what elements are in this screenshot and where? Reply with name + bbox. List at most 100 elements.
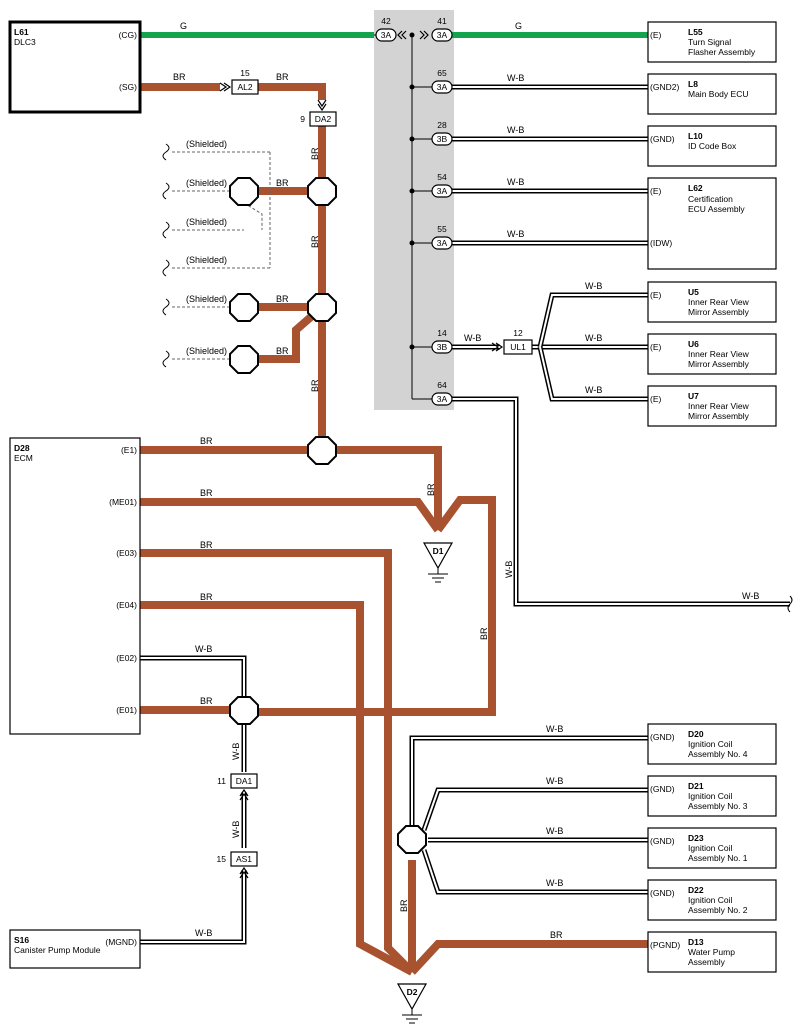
br-wires <box>140 83 648 976</box>
wire-label-wb: W-B <box>546 878 563 888</box>
svg-text:Canister Pump Module: Canister Pump Module <box>14 945 101 955</box>
connector-as1: AS1 15 <box>217 851 258 879</box>
svg-text:Turn Signal: Turn Signal <box>688 37 731 47</box>
svg-text:(ME01): (ME01) <box>109 497 137 507</box>
wire-label-wb: W-B <box>231 743 241 760</box>
svg-text:Water Pump: Water Pump <box>688 947 735 957</box>
svg-text:54: 54 <box>437 172 447 182</box>
svg-text:Inner Rear View: Inner Rear View <box>688 297 750 307</box>
wire-label-wb: W-B <box>507 73 524 83</box>
splice-point <box>229 177 259 206</box>
svg-text:(GND): (GND) <box>650 888 675 898</box>
svg-text:Assembly No. 3: Assembly No. 3 <box>688 801 748 811</box>
svg-text:D23: D23 <box>688 833 704 843</box>
wire-label-wb: W-B <box>507 125 524 135</box>
wb-wires-right <box>452 84 790 607</box>
wire-label-br: BR <box>310 379 320 392</box>
component-d21: (GND) D21 Ignition Coil Assembly No. 3 <box>647 775 777 817</box>
svg-text:(E02): (E02) <box>116 653 137 663</box>
component-d13: (PGND) D13 Water Pump Assembly <box>647 931 777 973</box>
component-s16: S16 Canister Pump Module (MGND) <box>9 929 141 969</box>
svg-text:Mirror Assembly: Mirror Assembly <box>688 411 750 421</box>
svg-text:ECU Assembly: ECU Assembly <box>688 204 745 214</box>
wire-label-wb: W-B <box>507 177 524 187</box>
svg-text:DA2: DA2 <box>315 114 332 124</box>
ground-label-d1: D1 <box>433 546 444 556</box>
svg-text:Assembly No. 1: Assembly No. 1 <box>688 853 748 863</box>
wire-label-br: BR <box>200 592 213 602</box>
component-l10: (GND) L10 ID Code Box <box>647 125 777 167</box>
svg-text:(E): (E) <box>650 394 662 404</box>
svg-text:ECM: ECM <box>14 453 33 463</box>
connector-j14: 3B 14 <box>431 328 453 354</box>
component-d20: (GND) D20 Ignition Coil Assembly No. 4 <box>647 723 777 765</box>
connector-j55: 3A 55 <box>431 224 453 250</box>
splice-point <box>397 825 427 854</box>
svg-text:D21: D21 <box>688 781 704 791</box>
connector-da1: DA1 11 <box>217 773 258 801</box>
svg-text:Mirror Assembly: Mirror Assembly <box>688 307 750 317</box>
splice-point <box>307 293 337 322</box>
svg-text:DA1: DA1 <box>236 776 253 786</box>
svg-text:Assembly No. 2: Assembly No. 2 <box>688 905 748 915</box>
svg-text:U5: U5 <box>688 287 699 297</box>
component-d22: (GND) D22 Ignition Coil Assembly No. 2 <box>647 879 777 921</box>
svg-text:D13: D13 <box>688 937 704 947</box>
svg-text:(GND): (GND) <box>650 836 675 846</box>
shielded-label: (Shielded) <box>186 346 227 356</box>
wire-label-wb: W-B <box>504 561 514 578</box>
svg-text:Ignition Coil: Ignition Coil <box>688 739 733 749</box>
wire-label-wb: W-B <box>231 821 241 838</box>
ground-d1 <box>422 542 454 583</box>
svg-text:Certification: Certification <box>688 194 733 204</box>
svg-text:65: 65 <box>437 68 447 78</box>
svg-text:3B: 3B <box>437 134 448 144</box>
connector-j42: 3A 42 <box>375 16 397 42</box>
svg-text:(E): (E) <box>650 342 662 352</box>
svg-text:DLC3: DLC3 <box>14 37 36 47</box>
svg-text:(E): (E) <box>650 186 662 196</box>
connector-j65: 3A 65 <box>431 68 453 94</box>
svg-text:L8: L8 <box>688 79 698 89</box>
svg-text:D28: D28 <box>14 443 30 453</box>
svg-text:AS1: AS1 <box>236 854 252 864</box>
svg-text:3A: 3A <box>437 394 448 404</box>
svg-text:(GND): (GND) <box>650 784 675 794</box>
shielded-lines <box>162 143 271 368</box>
wire-label-g: G <box>180 21 187 31</box>
svg-text:(GND): (GND) <box>650 134 675 144</box>
wire-label-br: BR <box>426 483 436 496</box>
connector-j64: 3A 64 <box>431 380 453 406</box>
wire-label-br: BR <box>310 147 320 160</box>
splice-point <box>229 345 259 374</box>
component-l55: (E) L55 Turn Signal Flasher Assembly <box>647 21 777 63</box>
svg-text:(E): (E) <box>650 290 662 300</box>
connector-da2: DA2 9 <box>300 99 337 127</box>
svg-text:U7: U7 <box>688 391 699 401</box>
component-d23: (GND) D23 Ignition Coil Assembly No. 1 <box>647 827 777 869</box>
component-u5: (E) U5 Inner Rear View Mirror Assembly <box>647 281 777 323</box>
wire-label-br: BR <box>276 178 289 188</box>
svg-text:(E1): (E1) <box>121 445 137 455</box>
splice-point <box>229 293 259 322</box>
svg-text:3A: 3A <box>437 82 448 92</box>
svg-text:(GND2): (GND2) <box>650 82 679 92</box>
wire-label-wb: W-B <box>464 333 481 343</box>
svg-text:AL2: AL2 <box>237 82 252 92</box>
component-u6: (E) U6 Inner Rear View Mirror Assembly <box>647 333 777 375</box>
wire-label-wb: W-B <box>546 776 563 786</box>
svg-text:(PGND): (PGND) <box>650 940 680 950</box>
shielded-label: (Shielded) <box>186 139 227 149</box>
component-l8: (GND2) L8 Main Body ECU <box>647 73 777 115</box>
svg-text:41: 41 <box>437 16 447 26</box>
svg-text:(E01): (E01) <box>116 705 137 715</box>
wire-label-wb: W-B <box>546 826 563 836</box>
svg-text:Inner Rear View: Inner Rear View <box>688 349 750 359</box>
wire-label-wb: W-B <box>742 591 759 601</box>
svg-text:S16: S16 <box>14 935 29 945</box>
wire-label-wb: W-B <box>195 928 212 938</box>
svg-text:Ignition Coil: Ignition Coil <box>688 895 733 905</box>
svg-text:L61: L61 <box>14 27 29 37</box>
